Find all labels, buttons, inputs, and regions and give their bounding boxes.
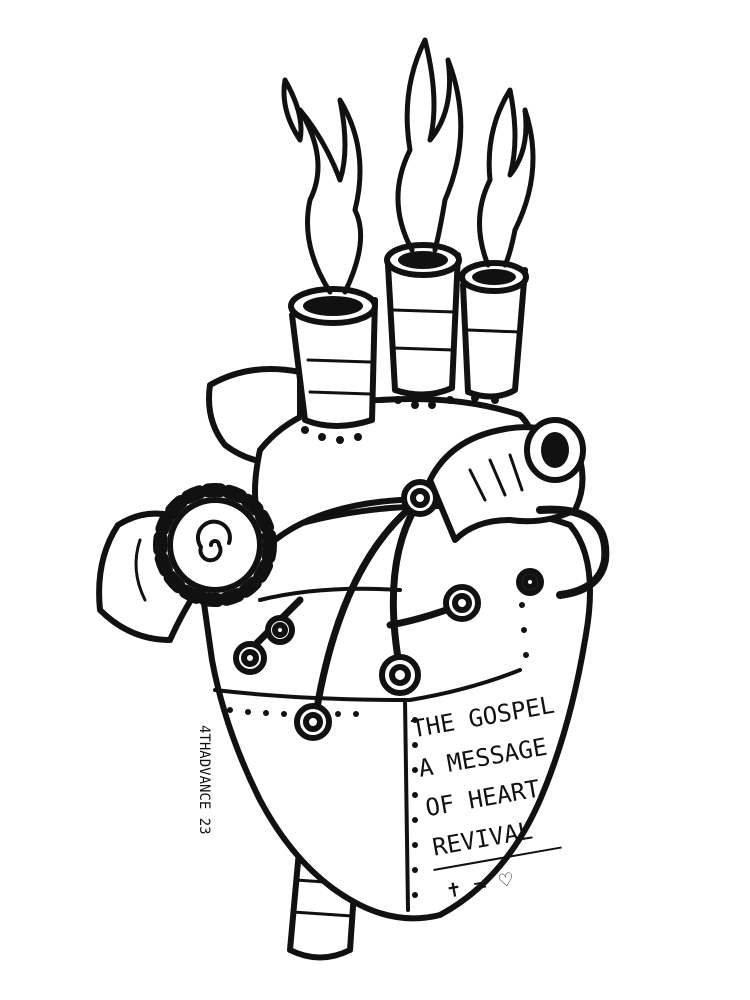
aorta-arch <box>427 417 586 543</box>
flame-right <box>477 87 536 268</box>
flame-left <box>281 77 364 295</box>
artist-signature: 4THADVANCE 23 <box>196 725 212 835</box>
gear-icon <box>153 483 277 607</box>
seam-lines <box>213 586 522 912</box>
pipe-right <box>459 260 529 400</box>
pipe-middle <box>384 242 462 398</box>
grommets <box>233 479 544 741</box>
flame-middle <box>395 37 464 253</box>
pipe-left <box>288 286 378 429</box>
right-strap <box>536 505 610 599</box>
rivets <box>227 394 529 898</box>
